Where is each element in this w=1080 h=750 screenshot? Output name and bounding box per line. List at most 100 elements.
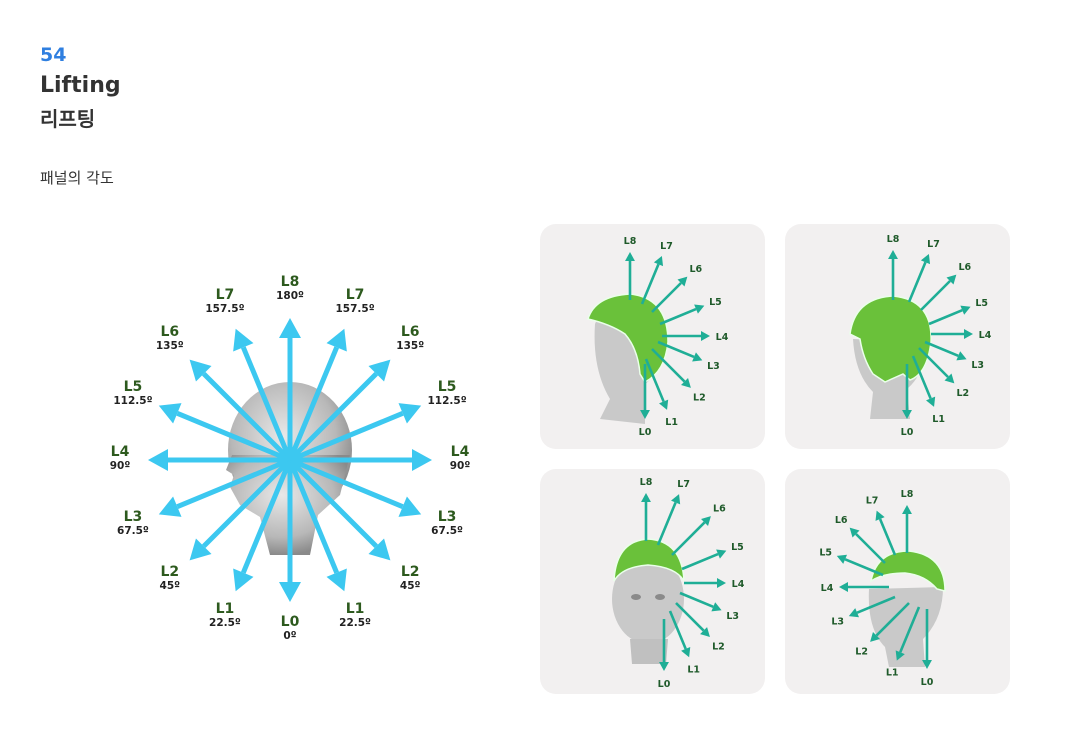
panel-arrow-l8 (902, 505, 912, 553)
main-arrows (148, 318, 432, 602)
panel-label: L1 (932, 414, 945, 425)
angle-label-degree: 67.5º (431, 525, 463, 537)
main-arrow-l3 (158, 457, 291, 517)
panel-label: L8 (640, 477, 653, 488)
panel-label: L1 (886, 668, 899, 679)
panel-arrow-l3 (848, 595, 896, 618)
panel-arrow-l5 (928, 305, 971, 326)
angle-label-degree: 135º (396, 340, 424, 352)
panel-label: L6 (959, 262, 972, 273)
angle-label-name: L3 (124, 509, 143, 525)
panel-label: L2 (712, 641, 725, 652)
panel-arrow-l3 (657, 340, 703, 362)
angle-label-name: L1 (346, 601, 365, 617)
main-arrow-l0 (279, 460, 301, 602)
main-arrow-l2 (189, 458, 292, 561)
angle-label-degree: 22.5º (209, 617, 241, 629)
panel-arrow-l0 (902, 364, 912, 419)
angle-label-name: L5 (124, 379, 143, 395)
angle-label-name: L8 (281, 274, 300, 290)
panel-arrow-l7 (640, 255, 664, 305)
panel-arrows (625, 252, 710, 419)
angle-label-degree: 67.5º (117, 525, 149, 537)
panel-arrow-l2 (918, 347, 955, 384)
panel-arrow-l0 (922, 609, 932, 669)
panel-label: L0 (639, 427, 652, 438)
panel-label: L6 (690, 264, 703, 275)
angle-label-name: L6 (160, 324, 179, 340)
panel-arrow-l8 (641, 493, 651, 541)
main-angle-diagram: L00ºL122.5ºL122.5ºL245ºL245ºL367.5ºL367.… (110, 274, 471, 642)
page-number: 54 (40, 44, 67, 66)
panel-label: L8 (887, 234, 900, 245)
angle-label-degree: 90º (450, 460, 471, 472)
panel-label: L0 (658, 679, 671, 690)
main-arrow-l5 (289, 403, 422, 463)
angle-label-degree: 112.5º (113, 395, 152, 407)
panel-arrow-l5 (836, 554, 884, 577)
main-arrow-l4 (290, 449, 432, 471)
panel-label: L0 (921, 677, 934, 688)
panel-arrow-l8 (888, 250, 898, 300)
panel-arrow-l4 (662, 331, 710, 341)
mannequin-head (849, 295, 932, 419)
panel-label: L3 (831, 617, 844, 628)
angle-label-name: L0 (281, 614, 300, 630)
main-arrow-l5 (158, 403, 291, 463)
panel-arrows (641, 493, 727, 671)
panel-arrow-l1 (911, 355, 936, 407)
panel-label: L3 (726, 611, 739, 622)
angle-label-degree: 180º (276, 290, 304, 302)
angle-label-degree: 157.5º (335, 303, 374, 315)
panel-arrow-l6 (920, 274, 957, 311)
panel-arrow-l0 (640, 364, 650, 419)
main-angle-labels: L00ºL122.5ºL122.5ºL245ºL245ºL367.5ºL367.… (110, 274, 471, 642)
panel-label: L5 (819, 547, 832, 558)
panel-arrow-l6 (651, 276, 688, 313)
panel-arrows (836, 505, 932, 669)
panel-label: L2 (957, 388, 970, 399)
panel-label: L5 (975, 298, 988, 309)
angle-label-degree: 22.5º (339, 617, 371, 629)
main-arrow-l1 (287, 459, 347, 592)
page-title-korean: 리프팅 (40, 107, 96, 131)
panel-arrow-l8 (625, 252, 635, 300)
panel-arrow-l2 (675, 602, 710, 637)
panel-label: L7 (660, 241, 673, 252)
panel-label: L7 (927, 239, 940, 250)
panel-label: L2 (855, 646, 868, 657)
angle-label-degree: 157.5º (205, 303, 244, 315)
panel-arrows (888, 250, 973, 419)
panel-label: L5 (709, 297, 722, 308)
angle-label-name: L2 (401, 564, 420, 580)
angle-label-degree: 90º (110, 460, 131, 472)
angle-label-name: L4 (111, 444, 130, 460)
angle-label-degree: 45º (400, 580, 421, 592)
main-arrow-l7 (233, 328, 293, 461)
panel-label: L4 (821, 583, 834, 594)
main-arrow-l6 (189, 359, 292, 462)
panel-arrow-l3 (679, 591, 722, 612)
angle-label-degree: 112.5º (427, 395, 466, 407)
panel-label: L8 (901, 489, 914, 500)
panel-label: L7 (866, 496, 879, 507)
panel-label: L4 (979, 330, 992, 341)
panel-label: L8 (624, 236, 637, 247)
panel-arrow-l3 (924, 340, 967, 361)
panel-arrow-l4 (684, 578, 726, 588)
panel-label: L1 (687, 664, 700, 675)
panel-arrow-l6 (849, 527, 886, 564)
panel-arrow-l4 (839, 582, 889, 592)
panel-label: L6 (713, 504, 726, 515)
angle-label-name: L7 (346, 287, 365, 303)
panel-arrow-l1 (895, 606, 921, 661)
main-arrow-l3 (289, 457, 422, 517)
